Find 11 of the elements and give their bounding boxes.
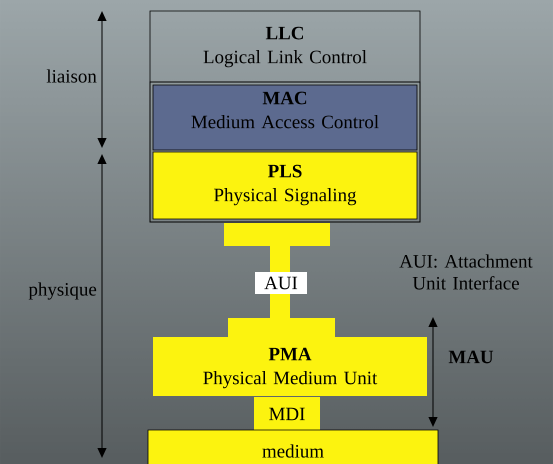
dimension-label: liaison [46, 69, 97, 83]
layer-box: LLC Logical Link Control [150, 10, 420, 82]
note-text: AUI: Attachment Unit Interface [399, 254, 533, 290]
layer-box: PMA Physical Medium Unit [153, 318, 427, 396]
node-label: MDI [269, 408, 305, 420]
layer-box: MDI [254, 397, 320, 431]
node-label: AUI [264, 276, 298, 290]
dimension-label: MAU [448, 350, 494, 364]
layer-box: PLS Physical Signaling [152, 152, 418, 220]
dimension-label: physique [28, 282, 96, 300]
layer-box: MAC Medium Access Control [152, 84, 418, 150]
